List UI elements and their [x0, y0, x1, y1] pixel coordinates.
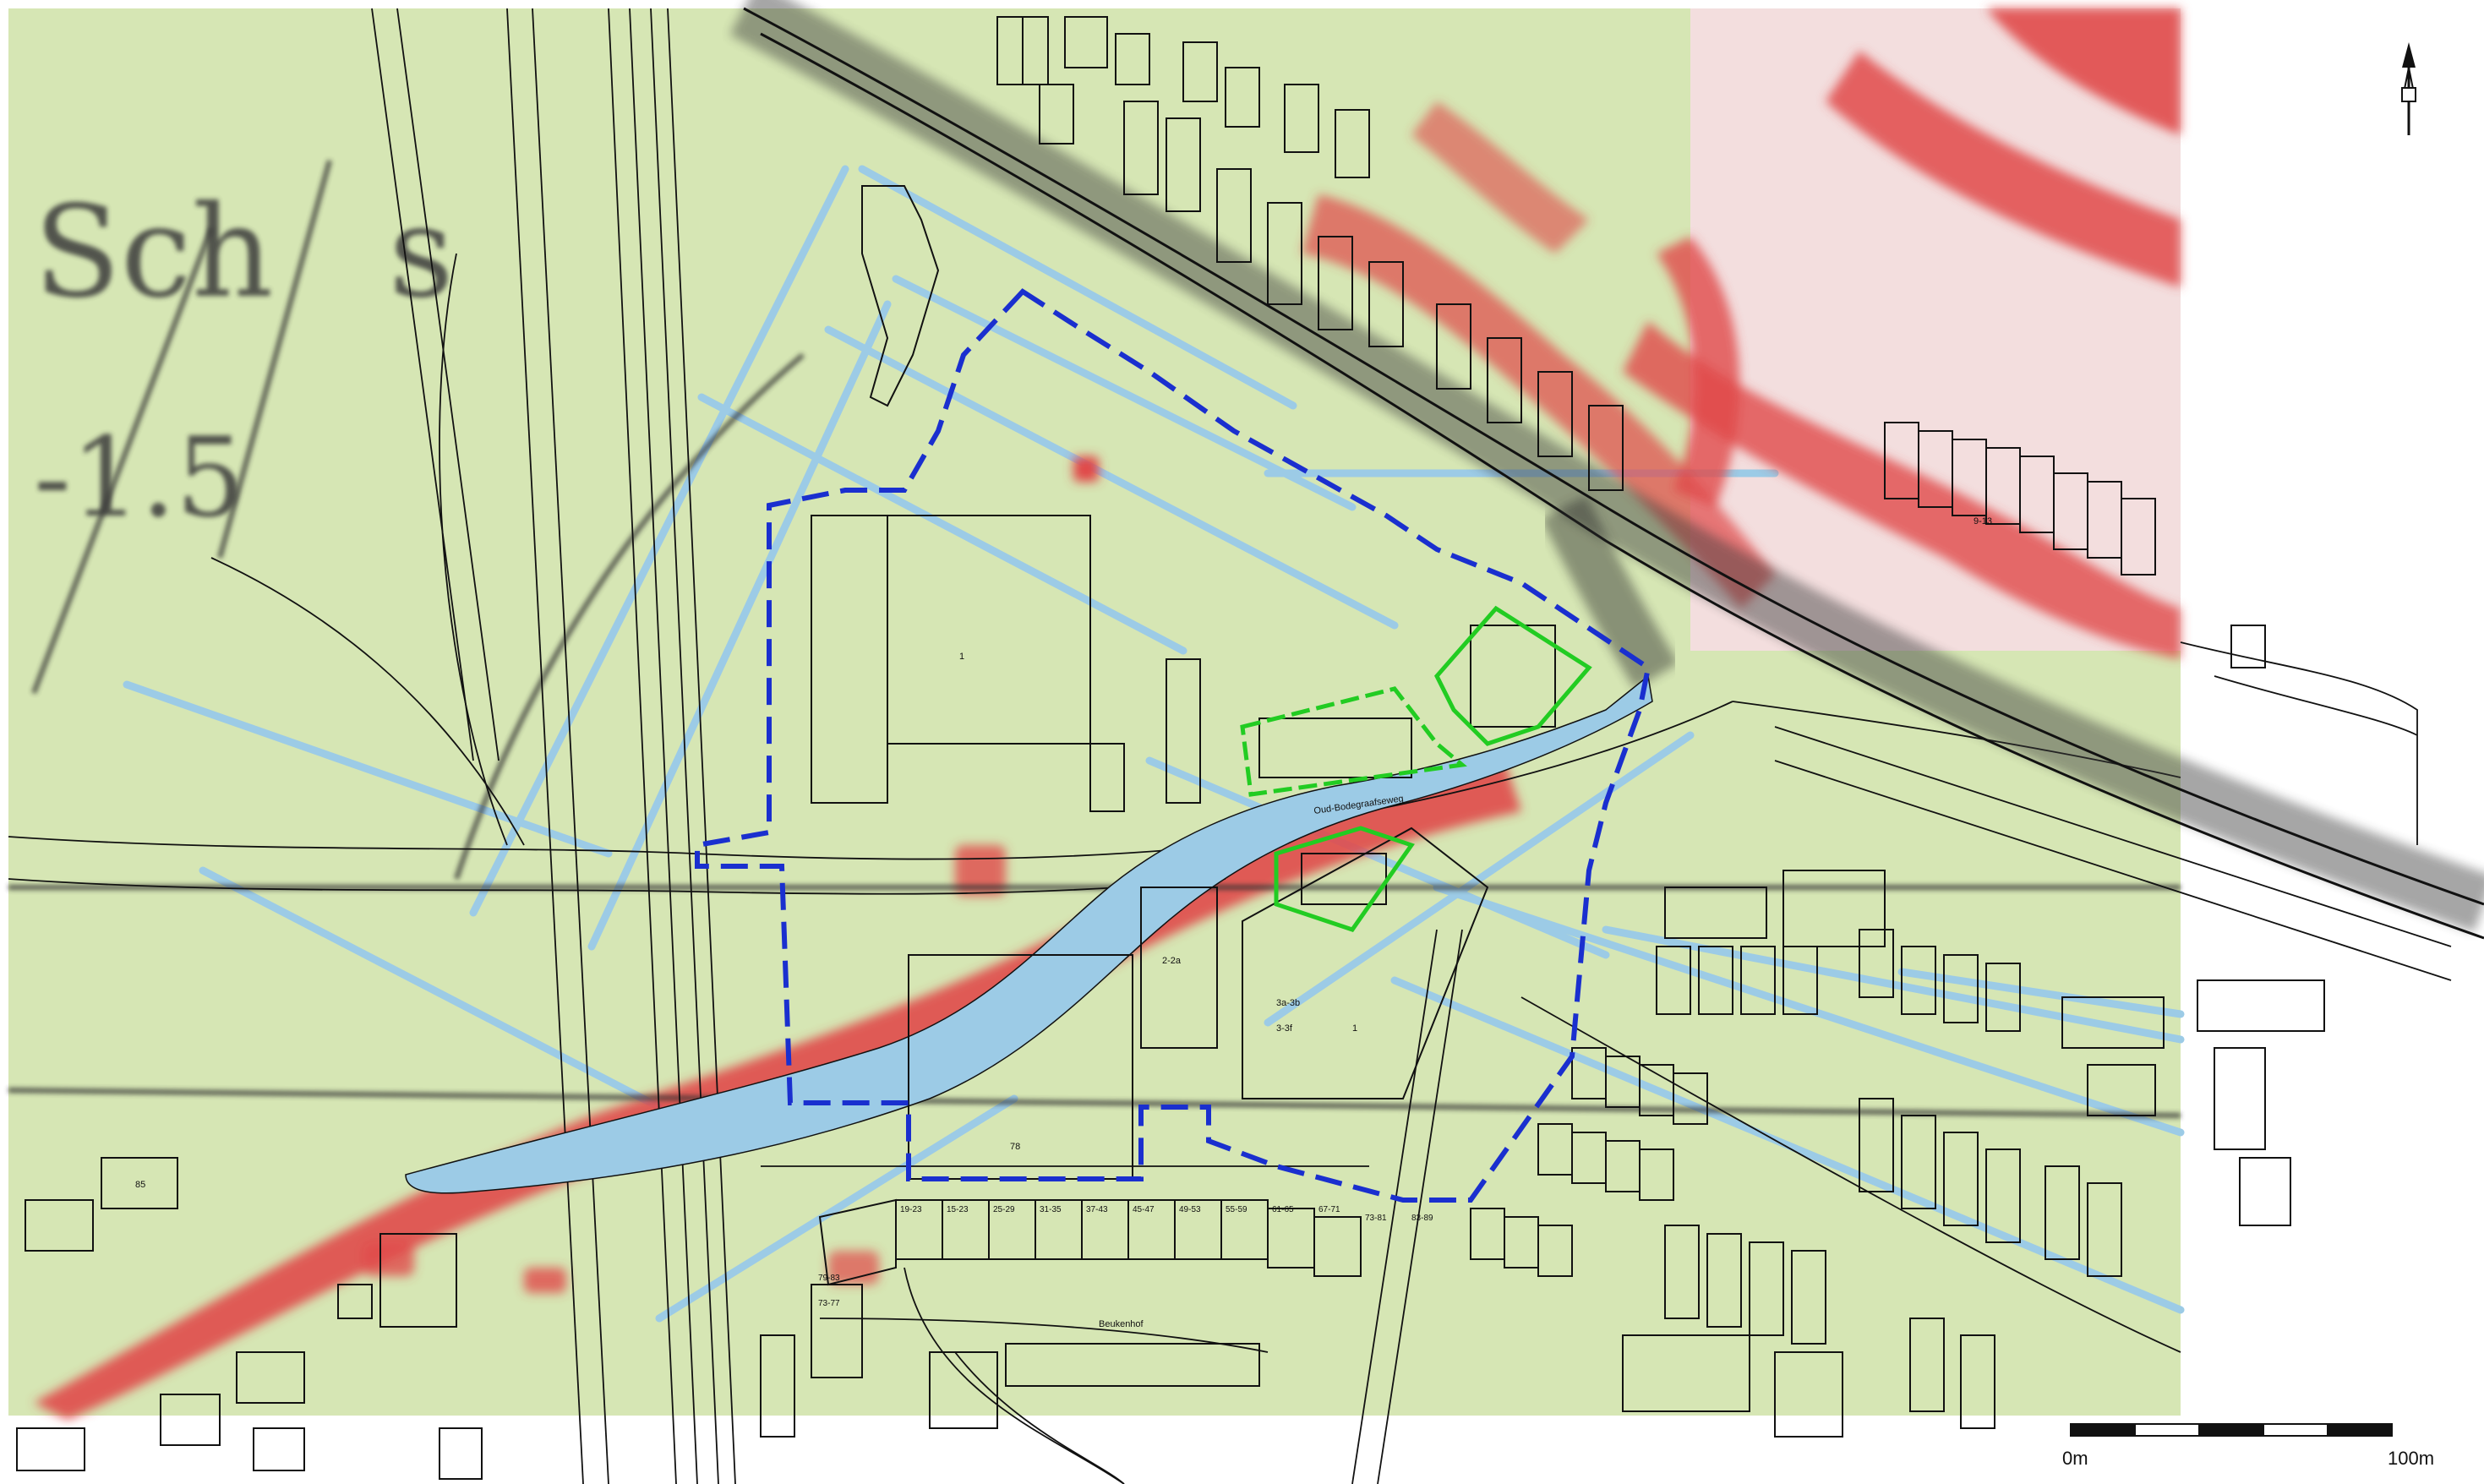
- house-number-label: 73-77: [818, 1299, 840, 1308]
- house-number-label: 67-71: [1318, 1205, 1340, 1214]
- house-number-label: 15-23: [947, 1205, 969, 1214]
- house-number-label: 25-29: [993, 1205, 1015, 1214]
- house-number-labels: 19-23 15-23 25-29 31-35 37-43 45-47 49-53 55-59…: [818, 1205, 1433, 1308]
- house-number-label: 19-23: [900, 1205, 922, 1214]
- scale-bar: [2070, 1423, 2393, 1437]
- highlight-area-south: [1274, 826, 1415, 932]
- parcel-label-1-south: 1: [1352, 1023, 1357, 1034]
- scale-bar-segment: [2134, 1423, 2200, 1437]
- scale-bar-segment: [2070, 1423, 2136, 1437]
- house-number-label: 49-53: [1179, 1205, 1201, 1214]
- map-margin-top-right: [2181, 0, 2484, 473]
- highlight-area-west: [1240, 686, 1467, 797]
- parcel-label-3-3f: 3-3f: [1276, 1023, 1293, 1034]
- current-roads: [8, 8, 2452, 1484]
- parcel-label-2-2a: 2-2a: [1162, 956, 1182, 966]
- map-margin-right: [2181, 473, 2484, 1484]
- building-footprints: [16, 16, 2325, 1480]
- historic-ditches: [123, 165, 2185, 1323]
- railway: [729, 0, 2484, 940]
- parcel-label-9-13: 9-13: [1974, 516, 1992, 526]
- scale-bar-segment: [2198, 1423, 2264, 1437]
- house-number-label: 83-89: [1411, 1214, 1433, 1223]
- parcel-label-78: 78: [1010, 1142, 1020, 1152]
- house-number-label: 55-59: [1226, 1205, 1247, 1214]
- historic-label-depth: -1.5: [34, 413, 246, 542]
- house-number-label: 79-83: [818, 1274, 840, 1283]
- house-number-label: 31-35: [1040, 1205, 1062, 1214]
- canal: [405, 674, 1653, 1194]
- parcel-label-3a-3b: 3a-3b: [1276, 998, 1300, 1008]
- street-label-beukenhof: Beukenhof: [1099, 1319, 1144, 1329]
- highlight-area-north: [1434, 605, 1592, 746]
- parcel-label-85: 85: [135, 1180, 145, 1190]
- highlighted-areas: [1240, 605, 1592, 932]
- house-number-label: 73-81: [1365, 1214, 1387, 1223]
- parcel-label-1-north: 1: [959, 652, 964, 662]
- historic-label-s: s: [389, 179, 454, 326]
- house-number-label: 61-65: [1272, 1205, 1294, 1214]
- scale-bar-segment: [2263, 1423, 2328, 1437]
- plan-area-boundary: [695, 288, 1651, 1203]
- scale-bar-start-label: 0m: [2062, 1448, 2088, 1469]
- house-number-label: 45-47: [1133, 1205, 1155, 1214]
- north-arrow: [2401, 42, 2416, 135]
- house-number-label: 37-43: [1086, 1205, 1108, 1214]
- historic-label-sch: Sch: [34, 179, 273, 326]
- scale-bar-end-label: 100m: [2388, 1448, 2434, 1469]
- scale-bar-segment: [2327, 1423, 2393, 1437]
